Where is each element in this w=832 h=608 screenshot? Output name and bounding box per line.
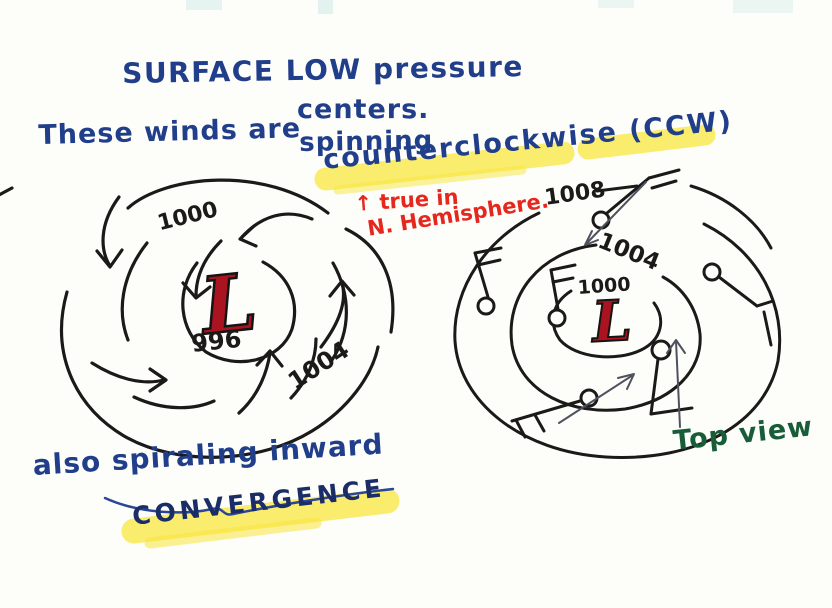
inner-circle [181,260,297,364]
bottom-up-arrow-shaft [237,351,272,415]
inner-right-arc [289,337,318,400]
barb-shaft [549,268,560,311]
outer-bottom-sweep [59,290,380,459]
wind-barb-right [702,262,775,347]
station-circle [702,262,722,282]
barb-tick [649,406,694,416]
left-mid-arc [120,241,149,342]
title-surface-low: SURFACE LOW pressure [121,49,525,90]
arrow-into-1004 [585,181,647,245]
bottom-up-arrowhead [255,349,284,368]
arrowhead-bottom-right [666,339,686,354]
bottom-arrowhead [148,367,168,393]
left-arrowhead [95,248,124,269]
right-isobar-1000-label: 1000 [577,273,632,299]
station-circle [476,296,496,316]
outer-top-arc [126,178,330,215]
scan-smudges [186,0,793,14]
title-centers: centers. [297,94,430,125]
station-circle [547,308,567,328]
barb-tick [755,299,775,308]
arrowhead-bottom [617,373,635,390]
inward-arrow-shaft [194,239,223,298]
bottom-arrow-shaft [90,361,166,384]
mid-right-arc [330,261,348,362]
barb-tick [476,258,502,267]
left-pressure-996-label: 996 [190,324,243,358]
middle-isobar [509,243,702,412]
top-ccw-arrowhead [238,224,258,248]
arrow-bottom-right [675,340,681,428]
pen-wind-arrows [558,181,686,428]
inward-arrowhead [181,281,212,300]
low-symbol-left: L [195,256,261,352]
highlight-ccw [577,124,716,160]
right-cyclone-drawing [453,168,782,459]
right-up-arrow-shaft [319,281,346,349]
barb-shaft [473,251,490,299]
highlight-counterclockwise-2 [333,165,527,195]
highlight-counterclockwise [314,141,575,191]
barb-tick [762,310,773,347]
station-circle [650,339,672,361]
station-circle [591,210,611,230]
edge-dash [0,186,14,197]
low-symbol-right: L [588,288,633,356]
outer-isobar-topright [689,184,773,250]
wind-barb-inner-left [547,263,577,328]
highlight-convergence-2 [144,517,322,549]
arrow-bottom [558,374,634,424]
wind-barb-bottom [510,388,599,439]
arrowhead-into-1004 [584,230,599,246]
barb-tick [514,418,527,439]
outer-right-arc [344,227,395,334]
barb-shaft [717,275,759,308]
right-up-arrowhead [328,279,356,298]
barb-tick [533,413,546,433]
convergence-brace [103,487,395,516]
wind-barb-left [473,246,503,316]
note-these-winds: These winds are [37,113,302,151]
barb-shaft [605,176,651,215]
barb-tick [647,168,681,180]
highlight-convergence [121,488,400,544]
barb-tick [473,246,503,255]
left-cyclone-drawing [0,178,395,459]
isobar-1008-dash [595,184,639,193]
outer-isobar [453,211,782,459]
highlighter-strokes [121,124,716,549]
barb-shaft [649,357,660,416]
bottom-arc2 [132,395,216,410]
barb-tick [551,276,575,284]
left-arrow-shaft [101,195,121,268]
barb-tick [650,179,678,190]
barb-shaft [510,399,582,423]
barb-tick [549,263,577,272]
